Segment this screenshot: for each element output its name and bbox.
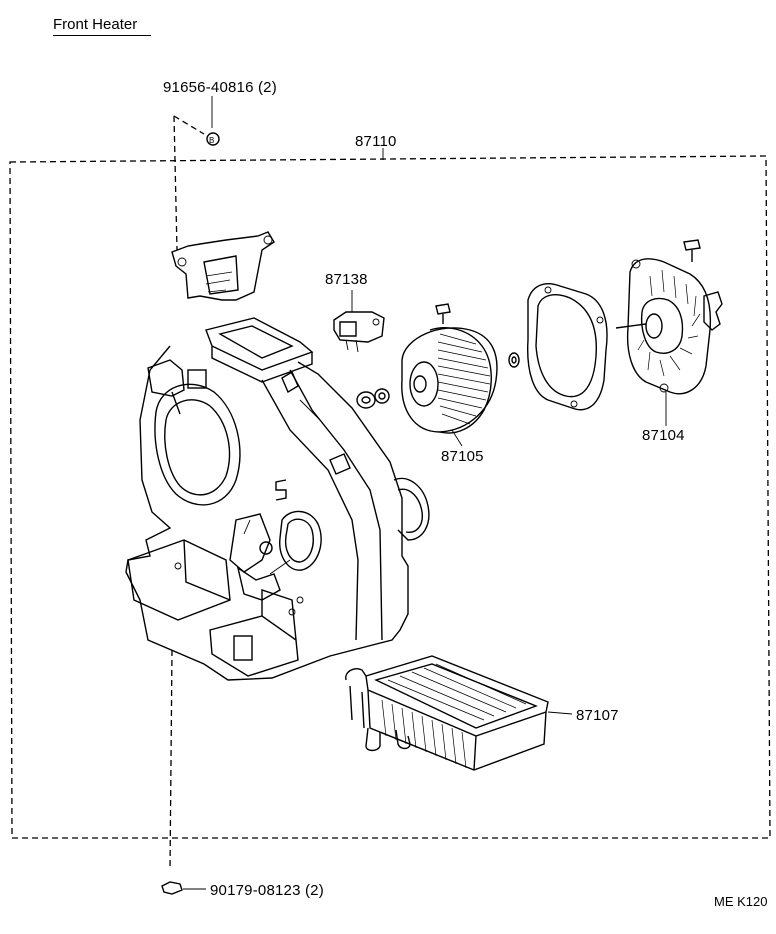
part-label-87138: 87138 bbox=[325, 271, 368, 288]
screw-resistor bbox=[435, 303, 451, 324]
motor-gasket bbox=[526, 282, 608, 411]
part-label-90179-08123: 90179-08123 (2) bbox=[210, 882, 324, 899]
part-label-87110: 87110 bbox=[355, 133, 397, 150]
drawing-code: ME K120 bbox=[714, 894, 768, 909]
part-label-87107: 87107 bbox=[576, 707, 619, 724]
heater-core-87107 bbox=[345, 655, 573, 771]
washers-87105 bbox=[356, 352, 520, 409]
blower-fan-87105 bbox=[401, 327, 498, 447]
part-label-91656-40816: 91656-40816 (2) bbox=[163, 79, 277, 96]
diagram-title: Front Heater bbox=[53, 16, 151, 36]
clip-90179-08123 bbox=[161, 649, 206, 895]
blower-motor-87104 bbox=[615, 258, 723, 426]
screw-motor bbox=[683, 239, 701, 262]
assembly-boundary bbox=[9, 148, 771, 839]
heater-unit-case bbox=[125, 231, 430, 681]
part-label-87104: 87104 bbox=[642, 427, 685, 444]
resistor-87138 bbox=[333, 290, 385, 353]
part-label-87105: 87105 bbox=[441, 448, 484, 465]
clip-91656-40816: B bbox=[173, 96, 220, 251]
svg-text:B: B bbox=[209, 136, 214, 145]
